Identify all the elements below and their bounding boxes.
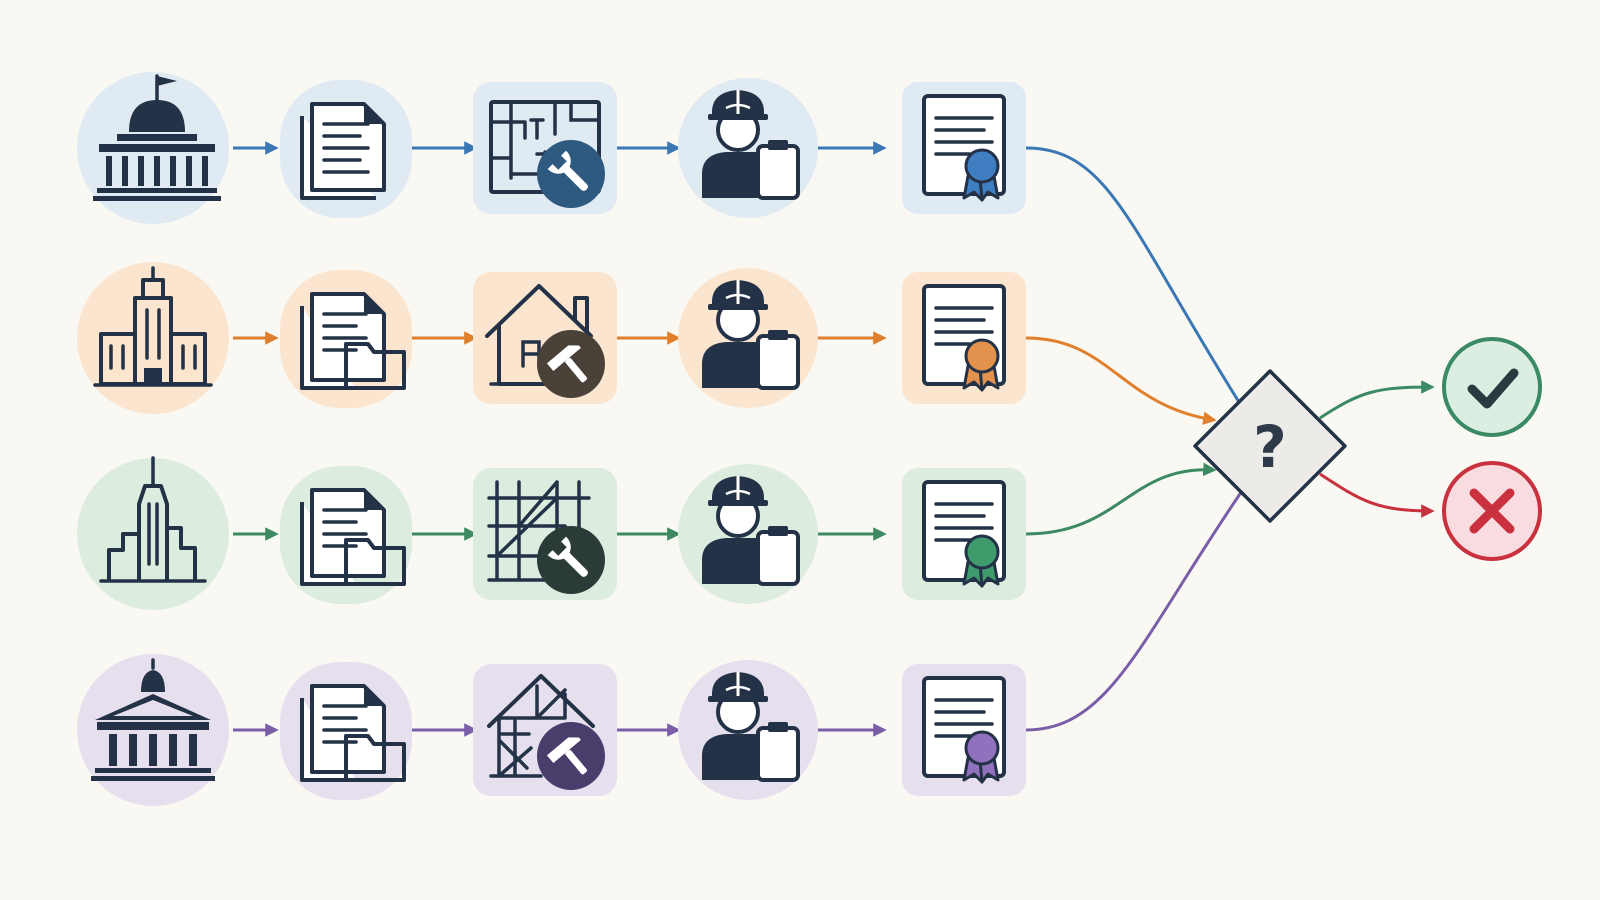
flow-to-decision-3 [1025,462,1217,536]
scaffold-wrench-icon [473,468,617,600]
rejected-outcome [1442,461,1542,561]
flow-to-rejected [1319,472,1435,518]
documents-folder-icon [280,662,412,800]
flow-connectors [1025,146,1435,732]
blueprint-wrench-icon [473,82,617,214]
stage-rows [77,72,1026,806]
inspector-clipboard-icon [678,78,818,218]
documents-folder-icon [280,270,412,408]
inspector-clipboard-icon [678,268,818,408]
flow-to-approved [1319,380,1435,420]
stage-row-4 [77,654,1026,806]
stage-row-3 [77,456,1026,610]
documents-folder-icon [280,466,412,604]
wrench-badge-icon [537,526,605,594]
certificate-seal-icon [902,468,1026,600]
stage-row-1 [77,72,1026,224]
certificate-seal-icon [902,272,1026,404]
decision-symbol: ? [1253,413,1287,481]
decision-diamond-icon: ? [1193,369,1347,523]
check-icon [1467,368,1519,409]
wrench-badge-icon [537,140,605,208]
inspector-clipboard-icon [678,464,818,604]
certificate-seal-icon [902,664,1026,796]
courthouse-columns-icon [77,654,229,806]
hammer-badge-icon [537,722,605,790]
certificate-seal-icon [902,82,1026,214]
house-hammer-icon [473,272,617,404]
hammer-badge-icon [537,330,605,398]
stage-row-2 [77,262,1026,414]
cross-icon [1469,488,1515,534]
inspector-clipboard-icon [678,660,818,800]
skyscraper-icon [77,456,229,610]
documents-icon [280,80,412,218]
flow-to-decision-4 [1025,487,1246,732]
approved-outcome [1442,337,1542,437]
house-frame-hammer-icon [473,664,617,796]
city-hall-tower-icon [77,262,229,414]
flow-to-decision-2 [1025,336,1217,425]
flow-to-decision-1 [1025,146,1246,411]
capitol-dome-icon [77,72,229,224]
